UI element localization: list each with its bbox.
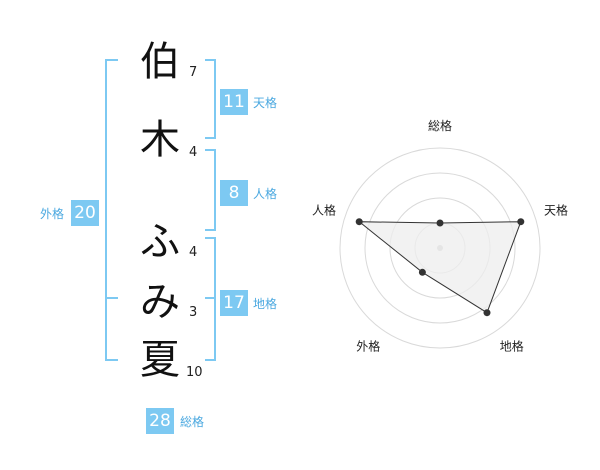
soukaku-score: 28 [146,408,174,434]
tenkaku-score: 11 [220,89,248,115]
gaikaku-bracket [105,59,118,361]
radar-point-2 [517,218,525,226]
radar-point-4 [418,268,426,276]
stroke-count-4: 3 [189,305,198,320]
stroke-count-5: 10 [186,365,203,380]
stroke-count-2: 4 [189,145,198,160]
radar-axis-label-4: 外格 [356,339,380,354]
tenkaku-label: 天格 [253,96,278,110]
radar-point-3 [483,309,491,317]
radar-polygon [357,221,522,314]
radar-axis-label-5: 人格 [312,202,336,217]
jinkaku-label: 人格 [253,187,278,201]
gaikaku-label: 外格 [40,207,65,221]
name-char-1: 伯 [140,39,180,85]
radar-axis-label-1: 総格 [428,118,452,133]
name-char-3: ふ [140,219,180,265]
chikaku-score: 17 [220,290,248,316]
name-char-2: 木 [140,117,180,163]
radar-ring-4 [339,147,541,349]
stroke-count-1: 7 [189,65,198,80]
radar-series [357,221,522,314]
name-char-4: み [140,279,180,325]
radar-ring-3 [364,172,516,324]
stroke-count-3: 4 [189,245,198,260]
jinkaku-score: 8 [220,180,248,206]
radar-axis-label-3: 地格 [500,339,524,354]
soukaku-label: 総格 [180,415,205,429]
radar-point-5 [355,218,363,226]
name-char-5: 夏 [140,337,180,383]
chikaku-label: 地格 [253,297,278,311]
gaikaku-score: 20 [71,200,99,226]
radar-point-1 [436,219,444,227]
jinkaku-bracket [205,149,216,231]
tenkaku-bracket [205,59,216,139]
radar-axis-label-2: 天格 [544,202,568,217]
